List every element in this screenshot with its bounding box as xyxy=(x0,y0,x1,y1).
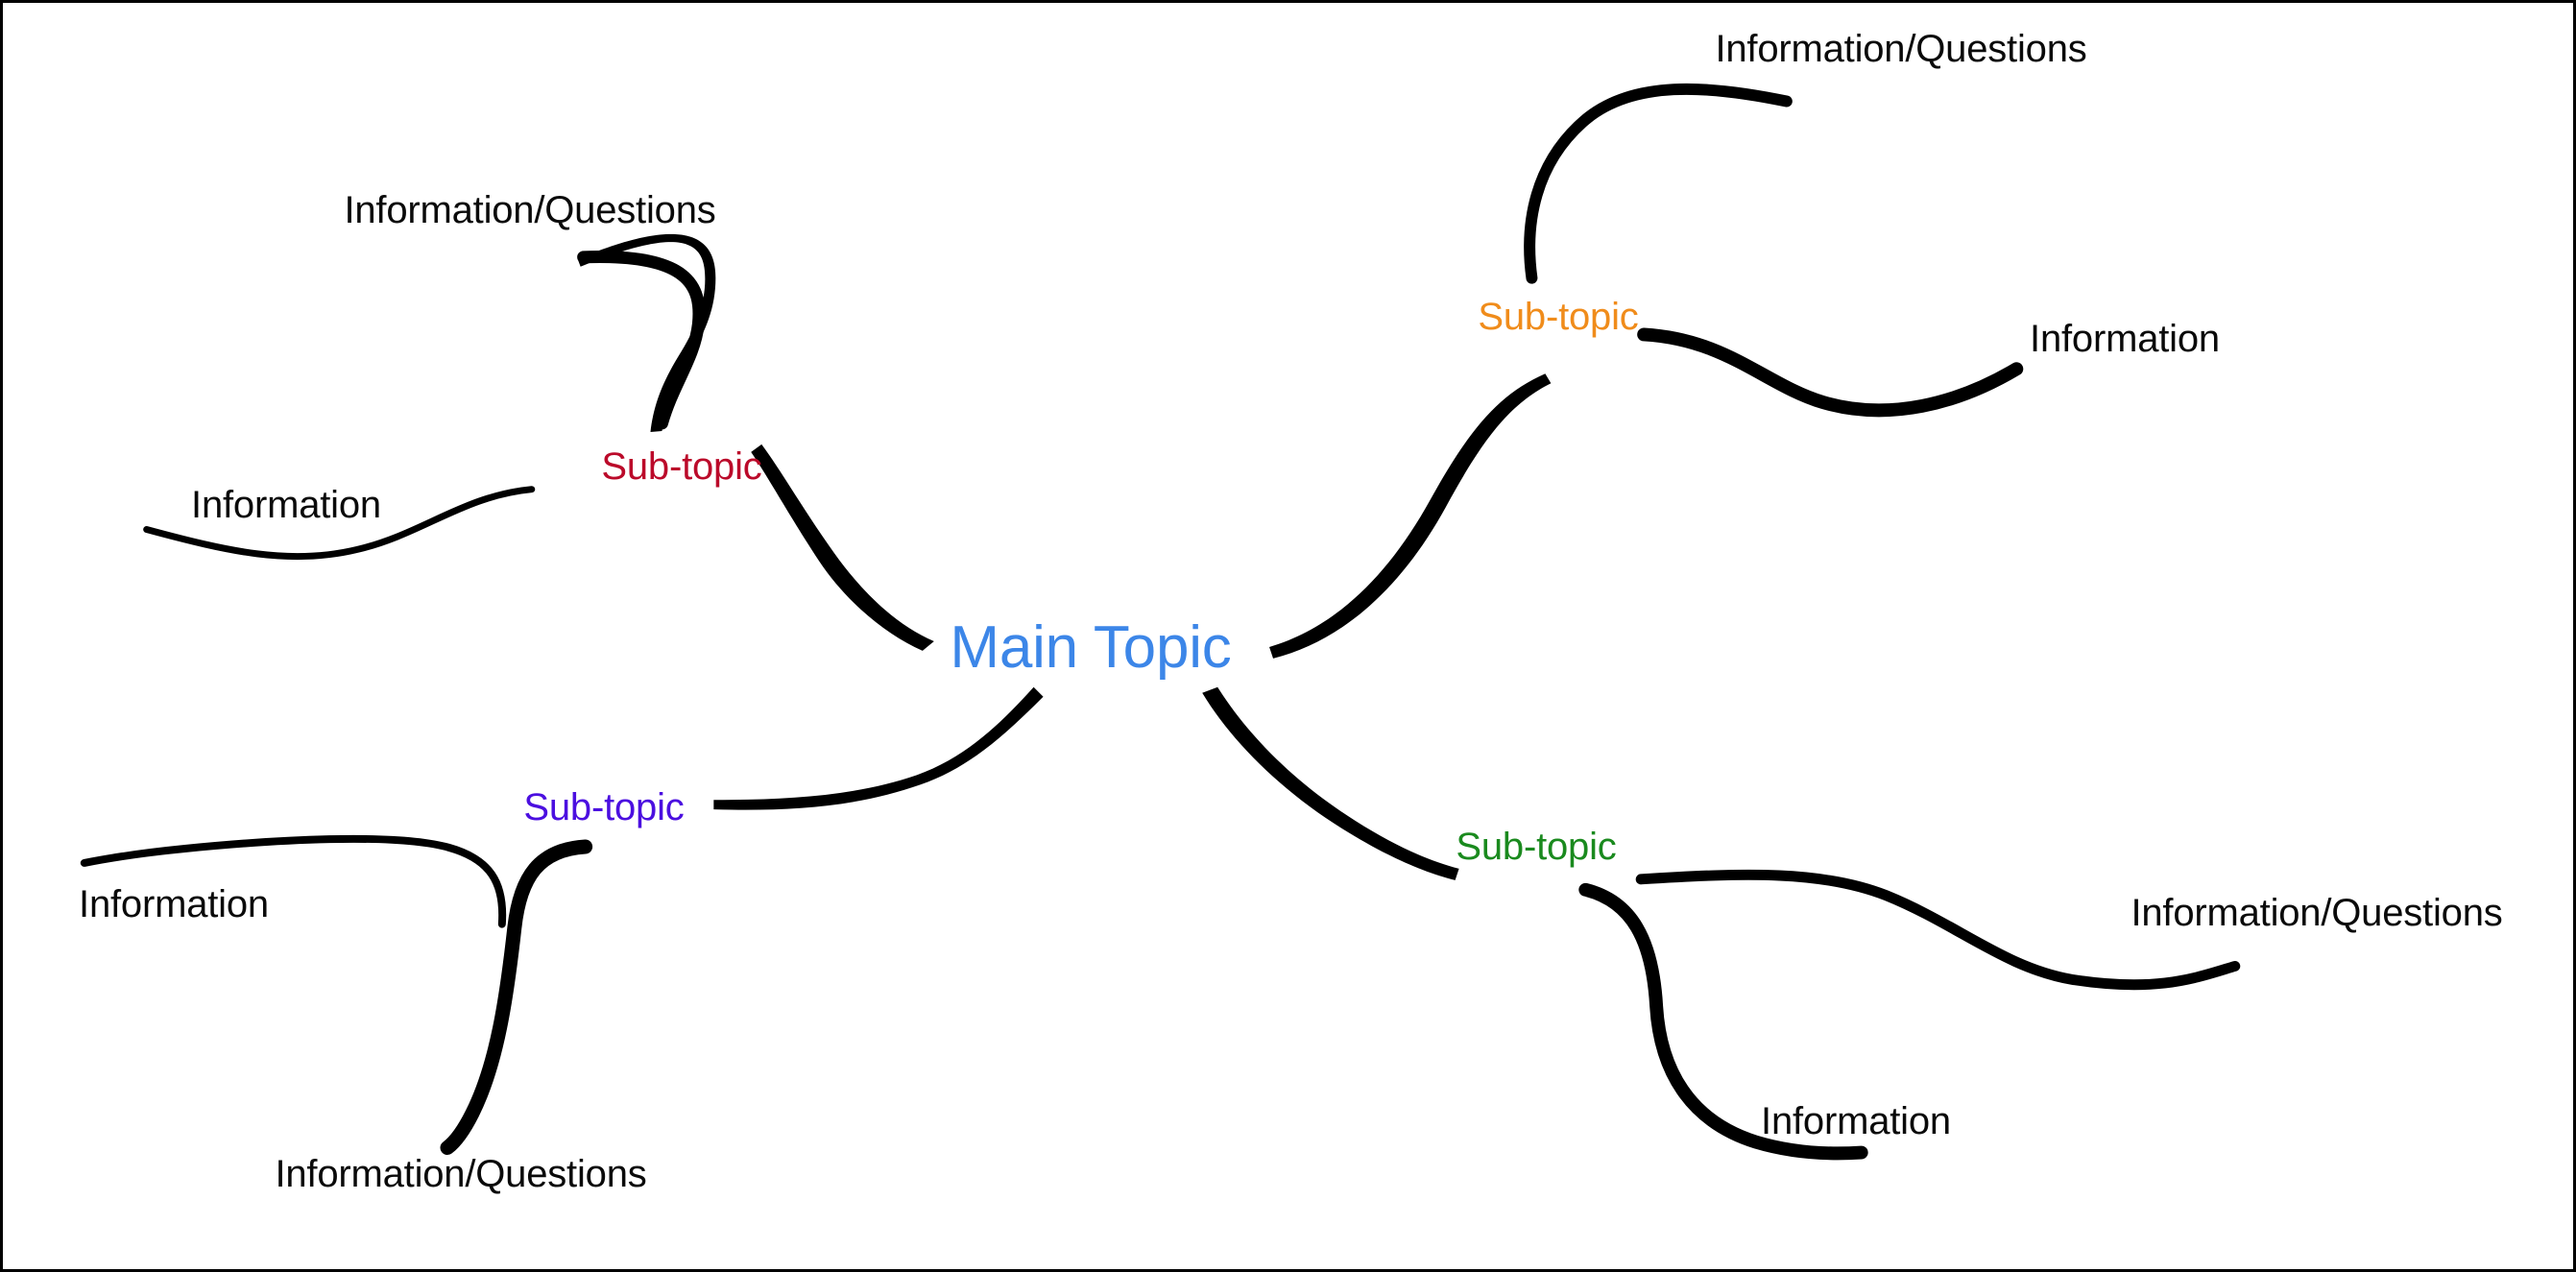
leaf-line-br-down xyxy=(1578,882,1868,1161)
trunk-top-left xyxy=(751,444,934,651)
leaf-line-tr-right xyxy=(1637,327,2024,418)
leaf-line-tr-up xyxy=(1524,83,1793,284)
leaf-line-br-right xyxy=(1635,869,2241,991)
leaf-line-bl-left xyxy=(80,834,507,928)
trunk-top-right xyxy=(1269,373,1552,659)
leaf-bottom-right-information[interactable]: Information xyxy=(1761,1100,1951,1142)
trunk-bottom-right xyxy=(1202,686,1459,880)
leaf-top-left-information[interactable]: Information xyxy=(191,484,381,526)
leaf-bottom-left-information[interactable]: Information xyxy=(79,883,269,925)
branch-lines-layer xyxy=(80,83,2241,1161)
trunk-bottom-left xyxy=(713,686,1044,810)
leaf-line-tl-up-stroke xyxy=(577,251,706,430)
leaf-bottom-right-information-questions[interactable]: Information/Questions xyxy=(2131,892,2503,934)
leaf-top-right-information[interactable]: Information xyxy=(2030,318,2220,360)
leaf-line-tl-left xyxy=(143,486,536,561)
sub-topic-top-right[interactable]: Sub-topic xyxy=(1478,296,1639,338)
sub-topic-top-left[interactable]: Sub-topic xyxy=(601,445,762,488)
leaf-top-left-information-questions[interactable]: Information/Questions xyxy=(344,189,716,231)
sub-topic-bottom-left[interactable]: Sub-topic xyxy=(523,786,685,828)
leaf-line-bl-down xyxy=(440,839,593,1156)
leaf-top-right-information-questions[interactable]: Information/Questions xyxy=(1715,28,2087,70)
center-node-main-topic[interactable]: Main Topic xyxy=(950,614,1232,681)
leaf-bottom-left-information-questions[interactable]: Information/Questions xyxy=(275,1153,647,1195)
sub-topic-bottom-right[interactable]: Sub-topic xyxy=(1456,826,1617,868)
